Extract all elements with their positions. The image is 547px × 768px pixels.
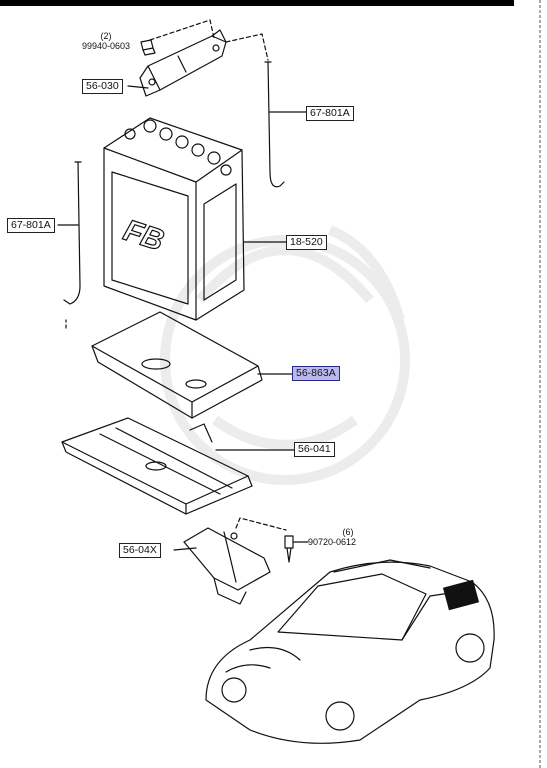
battery-terminals [124, 119, 232, 176]
rod-left [63, 161, 82, 305]
leader-56-04x [173, 547, 197, 551]
bracket-top [139, 29, 227, 97]
bracket-bottom [183, 527, 271, 605]
leader-bracket-top-dashed [149, 19, 215, 41]
leader-56-030 [127, 85, 149, 89]
bolt-bottom [284, 535, 294, 563]
battery-tray [91, 311, 263, 419]
rod-right [264, 61, 285, 188]
callout-56-04x: 56-04X [119, 543, 161, 558]
watermark-emblem [160, 225, 410, 485]
callout-56-041: 56-041 [294, 442, 335, 457]
callout-bolt-bottom: 90720-0612 [308, 537, 357, 547]
callout-bolt-bottom-qty: (6) [342, 527, 354, 537]
bolt-small [140, 39, 156, 56]
leader-rod-right-dashed [225, 33, 269, 61]
callout-bolt-small-qty: (2) [100, 31, 112, 41]
tray-base [61, 417, 253, 515]
top-border [0, 0, 514, 6]
callout-67-801a-left: 67-801A [7, 218, 55, 233]
callout-56-863a: 56-863A [292, 366, 340, 381]
callout-bolt-small: 99940-0603 [82, 41, 131, 51]
leader-bolt-bottom-dashed [235, 517, 287, 531]
callout-56-030: 56-030 [82, 79, 123, 94]
car-illustration [205, 559, 495, 744]
battery-location-marker [443, 579, 479, 611]
battery [103, 117, 245, 321]
callout-67-801a-right: 67-801A [306, 106, 354, 121]
battery-logo: FB [120, 214, 168, 258]
callout-18-520: 18-520 [286, 235, 327, 250]
